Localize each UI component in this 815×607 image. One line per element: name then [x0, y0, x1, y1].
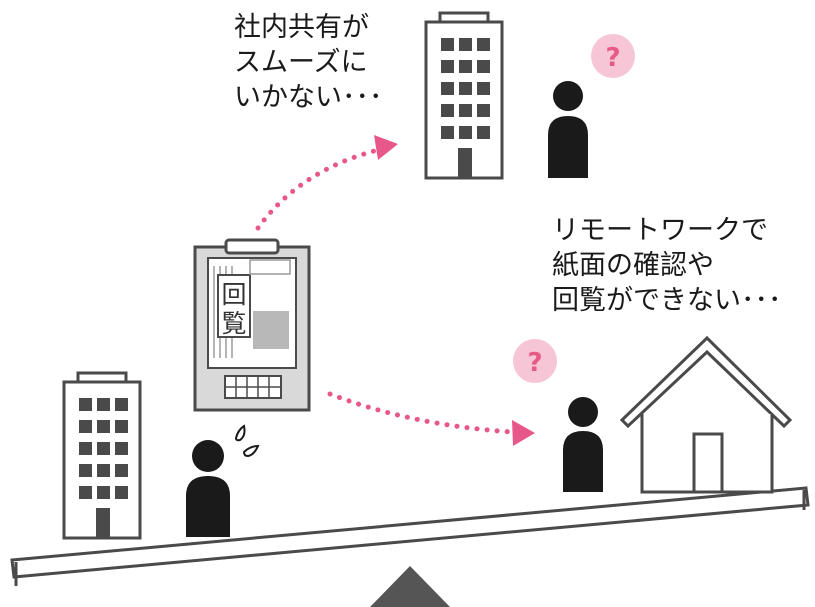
caption-remote-work-issue: リモートワークで 紙面の確認や 回覧ができない･･･	[552, 213, 782, 318]
dotted-arrow-to-office-icon	[255, 135, 398, 231]
clipboard-label-1: 回	[221, 280, 246, 309]
dotted-arrow-to-home-icon	[327, 391, 535, 446]
caption-office-sharing-issue: 社内共有が スムーズに いかない･･･	[234, 10, 383, 115]
clipboard-label-2: 覧	[221, 309, 246, 338]
seesaw	[10, 486, 810, 607]
house-icon	[619, 335, 793, 494]
office-building-left-icon	[62, 371, 142, 540]
question-bubble-right-icon: ?	[513, 339, 557, 383]
person-top-right-icon	[548, 81, 588, 178]
seesaw-fulcrum	[370, 566, 450, 607]
caption-office-line-2: スムーズに	[234, 47, 368, 78]
caption-office-line-3: いかない･･･	[234, 82, 383, 113]
person-worried-icon	[186, 424, 260, 537]
question-bubble-top-icon: ?	[591, 34, 635, 78]
caption-remote-line-2: 紙面の確認や	[552, 250, 714, 281]
clipboard-icon: 回 覧	[193, 238, 311, 412]
caption-remote-line-3: 回覧ができない･･･	[552, 285, 782, 316]
caption-office-line-1: 社内共有が	[234, 12, 369, 43]
question-mark-top: ?	[605, 43, 620, 73]
office-building-top-icon	[424, 11, 504, 180]
person-right-icon	[563, 397, 603, 492]
caption-remote-line-1: リモートワークで	[552, 215, 768, 246]
seesaw-beam	[10, 486, 810, 579]
sweat-drops-icon	[234, 424, 260, 458]
question-mark-right: ?	[527, 348, 542, 378]
